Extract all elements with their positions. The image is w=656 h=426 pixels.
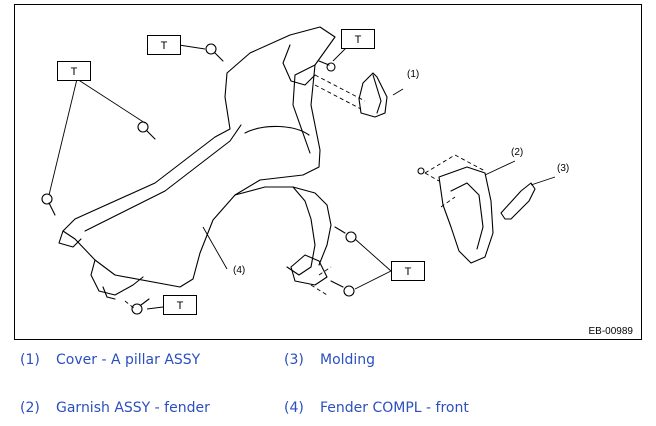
- legend-number: (4): [284, 400, 304, 416]
- torque-box-top-right: T: [341, 29, 375, 49]
- drawing-code: EB-00989: [588, 326, 633, 337]
- parts-diagram: T T T T T (1) (2) (3) (4) EB-00989: [14, 4, 642, 340]
- legend-item-fender-compl: (4) Fender COMPL - front: [284, 400, 469, 416]
- torque-box-bottom: T: [163, 295, 197, 315]
- fender-inner-edge: [292, 64, 316, 154]
- callout-3: (3): [557, 163, 570, 174]
- fender-garnish: [438, 166, 494, 264]
- fender-lower-tab: [102, 286, 116, 300]
- fender-crease: [84, 124, 242, 232]
- legend-item-cover-a-pillar: (1) Cover - A pillar ASSY: [20, 352, 200, 368]
- molding: [500, 182, 536, 220]
- fender-arch-inner: [234, 186, 332, 266]
- callout-1: (1): [407, 69, 420, 80]
- fender-outline: [62, 26, 336, 288]
- bolt-front-upper: [137, 121, 156, 140]
- bolt-arch-lower: [330, 280, 355, 297]
- bolt-front-lower: [41, 193, 56, 216]
- legend-text: Cover - A pillar ASSY: [56, 352, 201, 368]
- bolt-arch-upper: [334, 226, 357, 243]
- torque-box-top-center: T: [147, 35, 181, 55]
- bolt-a-pillar: [318, 60, 336, 72]
- legend-number: (2): [20, 400, 40, 416]
- fender-exploded-view: [41, 26, 556, 315]
- legend-text: Fender COMPL - front: [320, 400, 469, 416]
- fender-garnish-inner: [450, 182, 484, 250]
- clip-garnish: [417, 167, 425, 175]
- a-pillar-cover-edge: [372, 74, 382, 114]
- legend-number: (3): [284, 352, 304, 368]
- fender-arch-flange: [286, 186, 316, 276]
- a-pillar-cover: [358, 72, 388, 118]
- legend-text: Garnish ASSY - fender: [56, 400, 210, 416]
- torque-box-top-left: T: [57, 61, 91, 81]
- legend-item-molding: (3) Molding: [284, 352, 375, 368]
- legend-item-garnish-fender: (2) Garnish ASSY - fender: [20, 400, 210, 416]
- fender-line: [244, 125, 310, 136]
- fender-lower-bracket: [90, 259, 144, 296]
- callout-4: (4): [233, 265, 246, 276]
- callout-2: (2): [511, 147, 524, 158]
- legend-text: Molding: [320, 352, 376, 368]
- bolt-upper-rear: [205, 43, 224, 62]
- legend-number: (1): [20, 352, 40, 368]
- torque-box-lower-right: T: [391, 261, 425, 281]
- fender-front-tab: [58, 230, 82, 248]
- bolt-bottom: [131, 298, 150, 315]
- fender-upper-bracket: [282, 44, 316, 86]
- fender-wheel-liner: [290, 254, 328, 286]
